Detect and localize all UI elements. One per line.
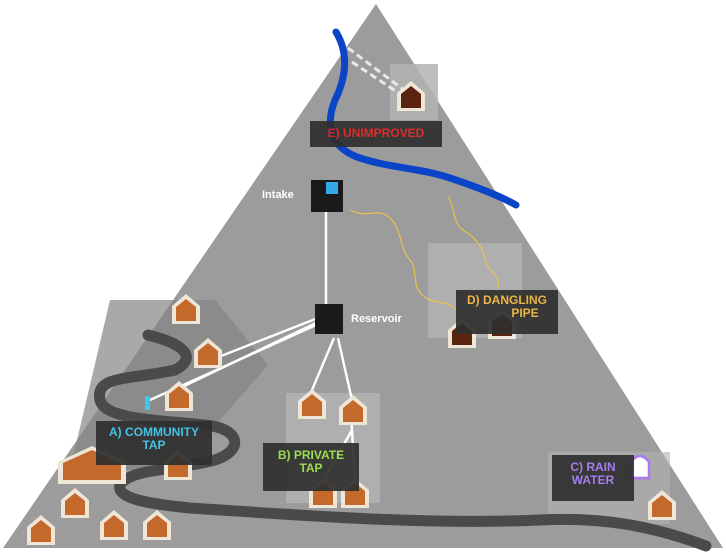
- label-community-tap-line2: TAP: [142, 438, 166, 453]
- dangling-pipe-line: [349, 209, 461, 316]
- label-rain-water: C) RAIN WATER: [552, 455, 634, 501]
- label-unimproved: E) UNIMPROVED: [310, 121, 442, 147]
- label-private-tap: B) PRIVATE TAP: [263, 443, 359, 491]
- label-rain-water-line1: C) RAIN: [570, 460, 616, 474]
- label-dangling-pipe-line1: D) DANGLING: [467, 293, 547, 307]
- river: [326, 28, 520, 209]
- unimproved-path: [347, 46, 405, 92]
- intake-structure: [311, 180, 343, 212]
- community-tap-icon: [145, 396, 150, 410]
- reservoir-structure: [315, 304, 343, 334]
- label-dangling-pipe-line2: PIPE: [511, 306, 539, 321]
- label-rain-water-line2: WATER: [571, 473, 615, 488]
- label-community-tap-line1: A) COMMUNITY: [109, 425, 199, 439]
- intake-label: Intake: [262, 189, 294, 201]
- label-dangling-pipe: D) DANGLING PIPE: [456, 290, 558, 334]
- label-private-tap-line2: TAP: [299, 461, 323, 476]
- label-unimproved-line1: E) UNIMPROVED: [327, 126, 425, 140]
- road: [94, 329, 712, 552]
- reservoir-label: Reservoir: [351, 313, 402, 325]
- dangling-pipe-line-2: [447, 195, 499, 289]
- label-private-tap-line1: B) PRIVATE: [277, 448, 345, 462]
- label-community-tap: A) COMMUNITY TAP: [96, 421, 212, 465]
